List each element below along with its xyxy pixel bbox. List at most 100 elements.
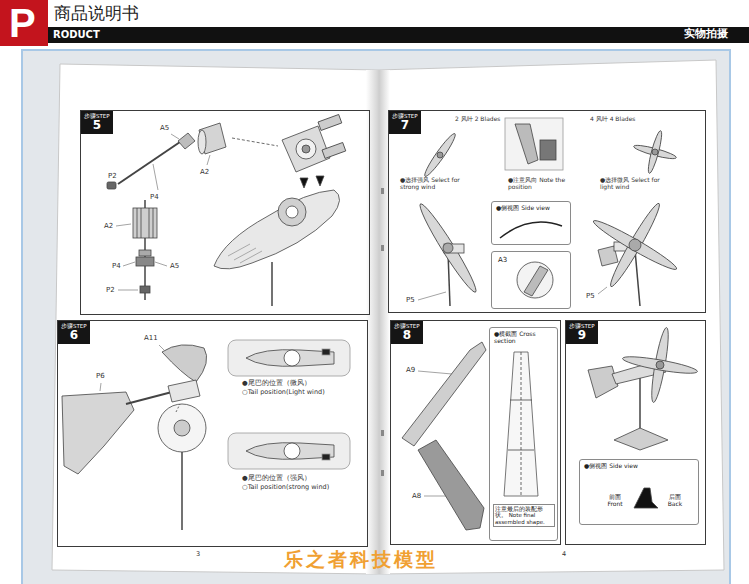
step-panel: 步骤STEP7 ●侧视图 Side viewA3 [388, 110, 706, 313]
exploded-hub-parts [302, 145, 310, 153]
tail-position-inset [228, 340, 350, 469]
tail-position-inset [246, 350, 334, 367]
tail-vane [62, 392, 134, 474]
rotor-blade [635, 250, 640, 306]
part-label: P6 [96, 372, 105, 380]
header-text: RODUCT [53, 29, 100, 41]
exploded-hub-parts [296, 139, 316, 159]
tail-vane [168, 380, 200, 402]
leader-line [116, 224, 131, 226]
frame-part [521, 352, 522, 496]
exploded-hub-parts [118, 142, 180, 184]
inset-caption: A3 [498, 256, 507, 264]
frame-part [402, 342, 486, 446]
step-number: 5 [84, 119, 110, 132]
page-number: 4 [562, 551, 566, 558]
tail-vane [181, 452, 183, 530]
rotor-blade [540, 140, 556, 160]
inset-caption: 前面 Front [602, 494, 628, 508]
shaft-assembly [133, 200, 157, 300]
nacelle-body [228, 244, 250, 256]
step-badge: 步骤STEP7 [389, 111, 421, 134]
inset-caption: 注意最后的装配形状。 Note final assembled shape. [493, 504, 555, 527]
rotor-blade [652, 149, 658, 155]
rotor-blade [444, 244, 464, 253]
shaft-assembly [149, 208, 150, 238]
caption-text: ○Tail position(strong wind) [242, 484, 329, 491]
tail-vane [158, 404, 206, 452]
tail-position-inset [322, 454, 330, 460]
leader-line [418, 371, 452, 374]
part-label: P4 [112, 262, 121, 270]
photo-background [22, 50, 730, 584]
inset-caption: 后面 Back [662, 494, 688, 508]
assembled-turbine [588, 327, 698, 508]
shaft-assembly [140, 286, 150, 293]
exploded-hub-parts [318, 114, 342, 130]
rotor-blade [606, 201, 664, 290]
exploded-hub-parts [232, 138, 278, 146]
part-label: A2 [104, 222, 113, 230]
rotor-blade [515, 124, 538, 164]
tail-vane [126, 392, 172, 404]
assembled-turbine [656, 361, 664, 369]
header-band [0, 0, 48, 46]
part-label: A5 [160, 124, 169, 132]
logo-letter: P [9, 3, 36, 43]
leader-line [100, 383, 101, 391]
part-label: P5 [406, 296, 415, 304]
leader-line [598, 287, 607, 294]
rotor-blade [500, 222, 562, 238]
nacelle-body [300, 178, 308, 188]
step-badge: 步骤STEP9 [566, 321, 598, 344]
tail-position-inset [246, 443, 334, 460]
inset-box: A3 [491, 251, 571, 309]
step-badge: 步骤STEP8 [391, 321, 423, 344]
tail-position-inset [284, 350, 300, 366]
tail-position-inset [228, 433, 350, 469]
nacelle-body [278, 198, 306, 226]
exploded-hub-parts [322, 142, 346, 158]
leader-line [418, 292, 446, 300]
nacelle-body [286, 206, 298, 218]
nacelle-body [316, 176, 324, 186]
part-label: P4 [150, 193, 159, 201]
frame-part [508, 450, 534, 451]
exploded-hub-parts [178, 133, 195, 149]
rotor-blade [517, 262, 553, 298]
step-panel: 步骤STEP6 [57, 320, 368, 547]
assembled-turbine [588, 366, 618, 398]
leader-line [207, 155, 210, 165]
rotor-blade [437, 152, 443, 158]
inset-box: ●侧视图 Side view 前面 Front 后面 Back [579, 459, 699, 525]
caption-text: ●尾巴的位置（微风） [242, 380, 311, 387]
header-band [0, 0, 749, 48]
tail-vane [174, 420, 190, 436]
step-number: 6 [61, 329, 87, 342]
header-band [48, 27, 749, 43]
part-label: P2 [108, 172, 117, 180]
part-label: A8 [412, 492, 421, 500]
header-text: 实物拍摄 [684, 28, 728, 41]
nacelle-body [214, 176, 340, 306]
part-label: P2 [106, 286, 115, 294]
shaft-assembly [141, 208, 142, 238]
assembled-turbine [634, 488, 658, 508]
assembled-turbine [622, 353, 699, 376]
nacelle-body [271, 262, 273, 306]
inset-caption: ●侧视图 Side view [584, 463, 638, 470]
frame-part [510, 400, 532, 401]
exploded-hub-parts [199, 123, 226, 154]
nacelle-body [234, 248, 256, 260]
photo-background [22, 50, 730, 584]
part-label: A9 [406, 366, 415, 374]
leader-line [153, 164, 158, 190]
caption-text: ●尾巴的位置（强风） [242, 475, 311, 482]
rotor-blade [629, 239, 641, 251]
frame-part [402, 342, 538, 530]
inset-box: ●侧视图 Side view [491, 201, 571, 245]
caption-text: ●选择强风 Select for strong wind [400, 177, 466, 191]
caption-text: 4 风叶 4 Blades [590, 116, 635, 123]
rotor-blade [443, 243, 453, 253]
shaft-assembly [137, 208, 138, 238]
